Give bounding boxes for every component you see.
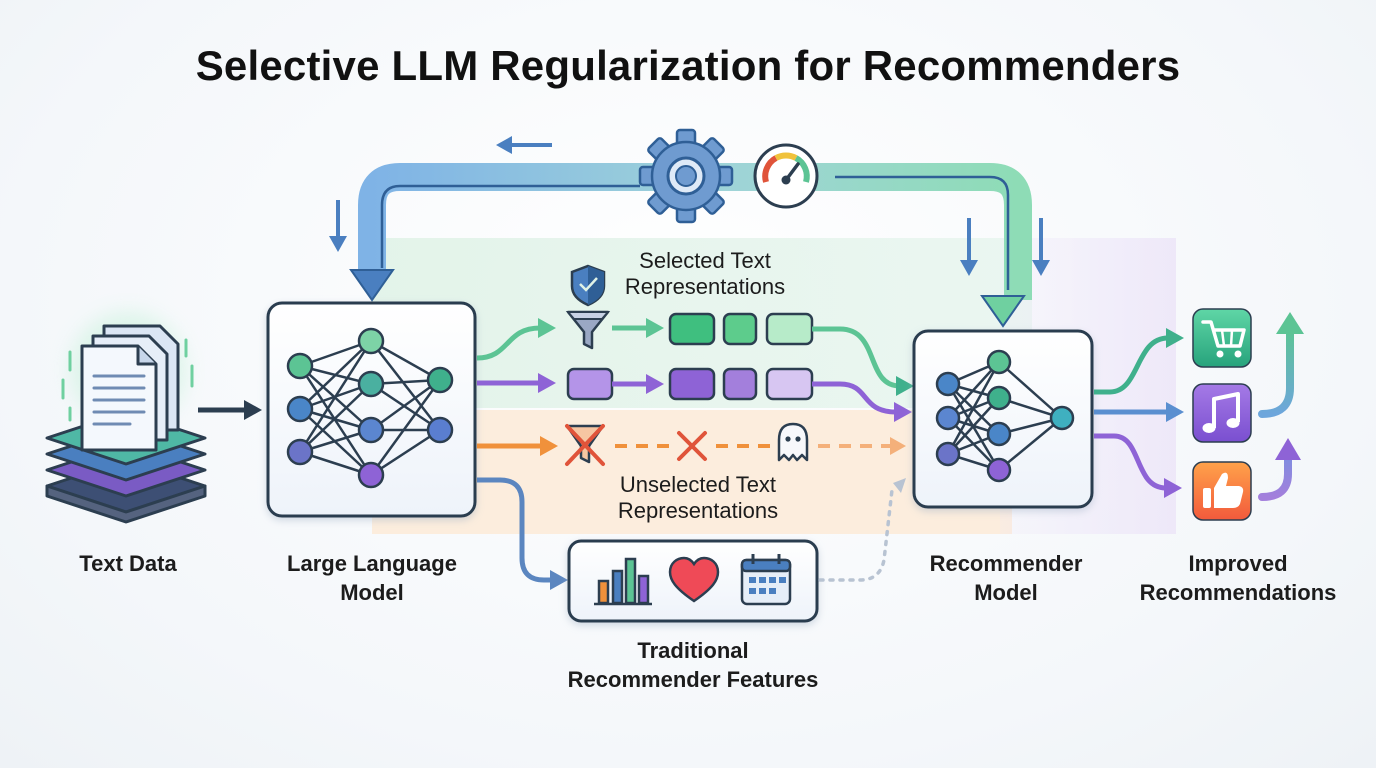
filter-icon (565, 310, 611, 350)
traditional-label: Traditional Recommender Features (540, 636, 846, 694)
unselected-band (372, 410, 1012, 534)
llm-label-line2: Model (340, 580, 404, 605)
unselected-label: Unselected Text Representations (588, 472, 808, 524)
thumbs-up-icon (1192, 461, 1252, 521)
selected-label: Selected Text Representations (600, 248, 810, 300)
improved-label: Improved Recommendations (1122, 549, 1354, 607)
feedback-arrowhead-llm (349, 269, 395, 302)
gear-icon (638, 128, 734, 224)
purple-token-3 (722, 367, 758, 401)
purple-token-2 (668, 367, 716, 401)
selected-label-line2: Representations (624, 274, 786, 299)
improved-label-line1: Improved (1188, 551, 1288, 576)
feedback-arrowhead-recommender (980, 295, 1026, 328)
music-note-icon (1192, 383, 1252, 443)
ghost-icon (777, 422, 809, 462)
selected-flow-green (476, 325, 541, 361)
traditional-label-line1: Traditional (637, 638, 749, 663)
documents-icon (45, 312, 207, 524)
text-data-label-text: Text Data (79, 551, 177, 576)
output-arrow-like (1094, 433, 1167, 491)
improvement-up-arrow-1 (1258, 326, 1294, 418)
gauge-icon (753, 143, 819, 209)
llm-label: Large Language Model (262, 549, 482, 607)
recommender-label-line1: Recommender (929, 551, 1083, 576)
llm-box (266, 301, 477, 518)
purple-token-1 (566, 367, 614, 401)
unselected-label-line1: Unselected Text (619, 472, 777, 497)
filter-blocked-icon (565, 424, 605, 466)
traditional-label-line2: Recommender Features (567, 667, 819, 692)
traditional-flow (477, 477, 552, 583)
page-title: Selective LLM Regularization for Recomme… (195, 42, 1181, 89)
recommender-label: Recommender Model (906, 549, 1106, 607)
purple-token-4 (765, 367, 814, 401)
selected-token-1 (668, 312, 716, 346)
selected-label-line1: Selected Text (639, 248, 771, 273)
calendar-icon (740, 554, 792, 606)
selected-token-2 (722, 312, 758, 346)
shopping-cart-icon (1192, 308, 1252, 368)
bar-chart-icon (594, 557, 652, 606)
recommender-box (912, 329, 1094, 509)
shield-icon (570, 264, 606, 307)
llm-network-icon (286, 327, 454, 489)
recommender-label-line2: Model (974, 580, 1038, 605)
llm-label-line1: Large Language (287, 551, 457, 576)
improvement-up-arrow-2 (1258, 452, 1292, 501)
cross-icon (677, 431, 707, 461)
improved-label-line2: Recommendations (1139, 580, 1337, 605)
heart-icon (668, 556, 720, 603)
traditional-to-recommender (818, 488, 894, 582)
output-arrow-cart (1094, 335, 1169, 395)
selected-token-3 (765, 312, 814, 346)
unselected-label-line2: Representations (617, 498, 779, 523)
recommender-network-icon (935, 349, 1075, 483)
text-data-label: Text Data (48, 549, 208, 578)
